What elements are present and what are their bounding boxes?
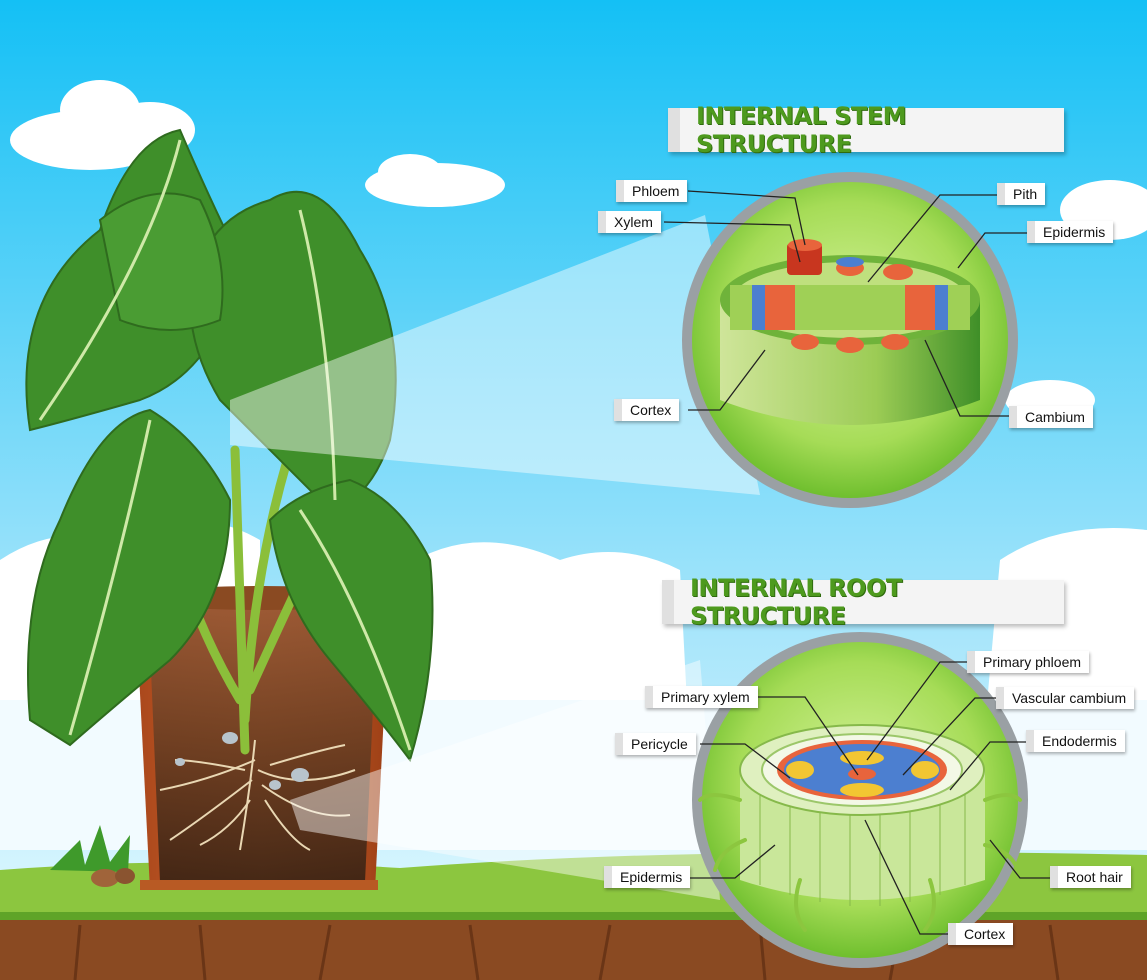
plant-pot: [134, 586, 390, 890]
stem-label-cortex: Cortex: [614, 399, 680, 421]
root-label-primary-phloem: Primary phloem: [967, 651, 1090, 673]
stem-leader-lines: [663, 190, 1028, 417]
stem-title: INTERNAL STEM STRUCTURE: [668, 102, 1064, 158]
root-label-primary-xylem: Primary xylem: [645, 686, 758, 708]
stem-label-phloem: Phloem: [616, 180, 688, 202]
root-leader-lines: [690, 661, 1050, 935]
stem-xylem-bundle: [787, 243, 822, 275]
root-label-vascular-cambium: Vascular cambium: [996, 687, 1135, 709]
stem-xylem-right: [905, 285, 935, 330]
root-title: INTERNAL ROOT STRUCTURE: [662, 574, 1064, 630]
zoom-cones: [230, 215, 760, 900]
stem-xylem-left: [765, 285, 795, 330]
stem-label-pith: Pith: [997, 183, 1046, 205]
plant-roots: [159, 739, 356, 851]
grass-tuft: [50, 825, 130, 872]
root-magnifier: [692, 632, 1028, 968]
root-label-root-hair: Root hair: [1050, 866, 1131, 888]
stem-label-epidermis: Epidermis: [1027, 221, 1114, 243]
root-label-pericycle: Pericycle: [615, 733, 696, 755]
root-label-epidermis: Epidermis: [604, 866, 691, 888]
root-label-endodermis: Endodermis: [1026, 730, 1125, 752]
leaf-veins: [38, 139, 412, 751]
stem-label-xylem: Xylem: [598, 211, 661, 233]
stem-label-cambium: Cambium: [1009, 406, 1093, 428]
plant-leaves: [25, 128, 434, 763]
root-label-cortex: Cortex: [948, 923, 1014, 945]
stem-magnifier: [682, 172, 1018, 508]
